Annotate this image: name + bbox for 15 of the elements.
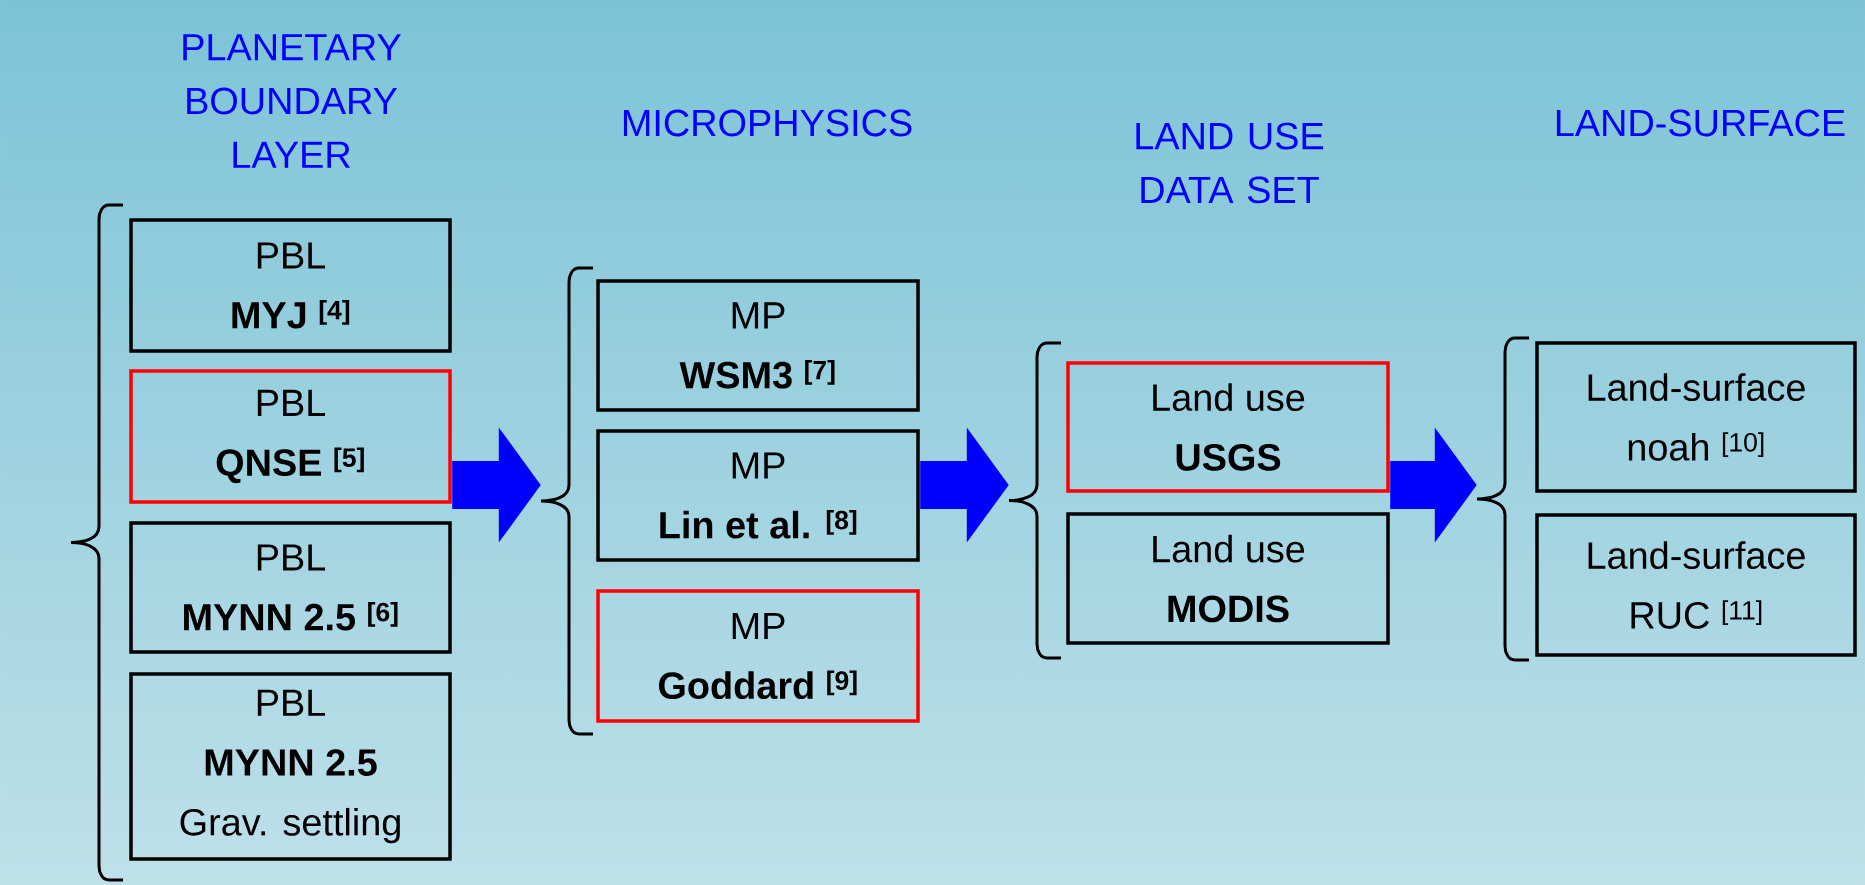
column-heading: LAND-SURFACE — [1556, 109, 1845, 137]
highlighted-box: Land use USGS — [1066, 361, 1390, 493]
scheme-box: Land-surface RUC $^{[11]}$ — [1535, 513, 1857, 657]
column-heading: PLANETARY BOUNDARY LAYER — [183, 34, 401, 168]
scheme-box: PBL MYNN 2.5 Grav. settling — [129, 672, 452, 861]
column-heading: LAND USE DATA SET — [1136, 122, 1324, 204]
scheme-box: Land-surface noah $^{[10]}$ — [1535, 341, 1857, 493]
scheme-box: MP WSM3 $^{[7]}$ — [596, 279, 920, 412]
scheme-box: Land use MODIS — [1066, 512, 1390, 645]
scheme-box: PBL MYJ $^{[4]}$ — [129, 218, 452, 353]
scheme-box: MP Lin et al. $^{[8]}$ — [596, 429, 920, 562]
highlighted-box: PBL QNSE $^{[5]}$ — [129, 369, 452, 504]
scheme-box: PBL MYNN 2.5 $^{[6]}$ — [129, 521, 452, 654]
highlighted-box: MP Goddard $^{[9]}$ — [596, 589, 920, 723]
column-heading: MICROPHYSICS — [623, 109, 912, 137]
